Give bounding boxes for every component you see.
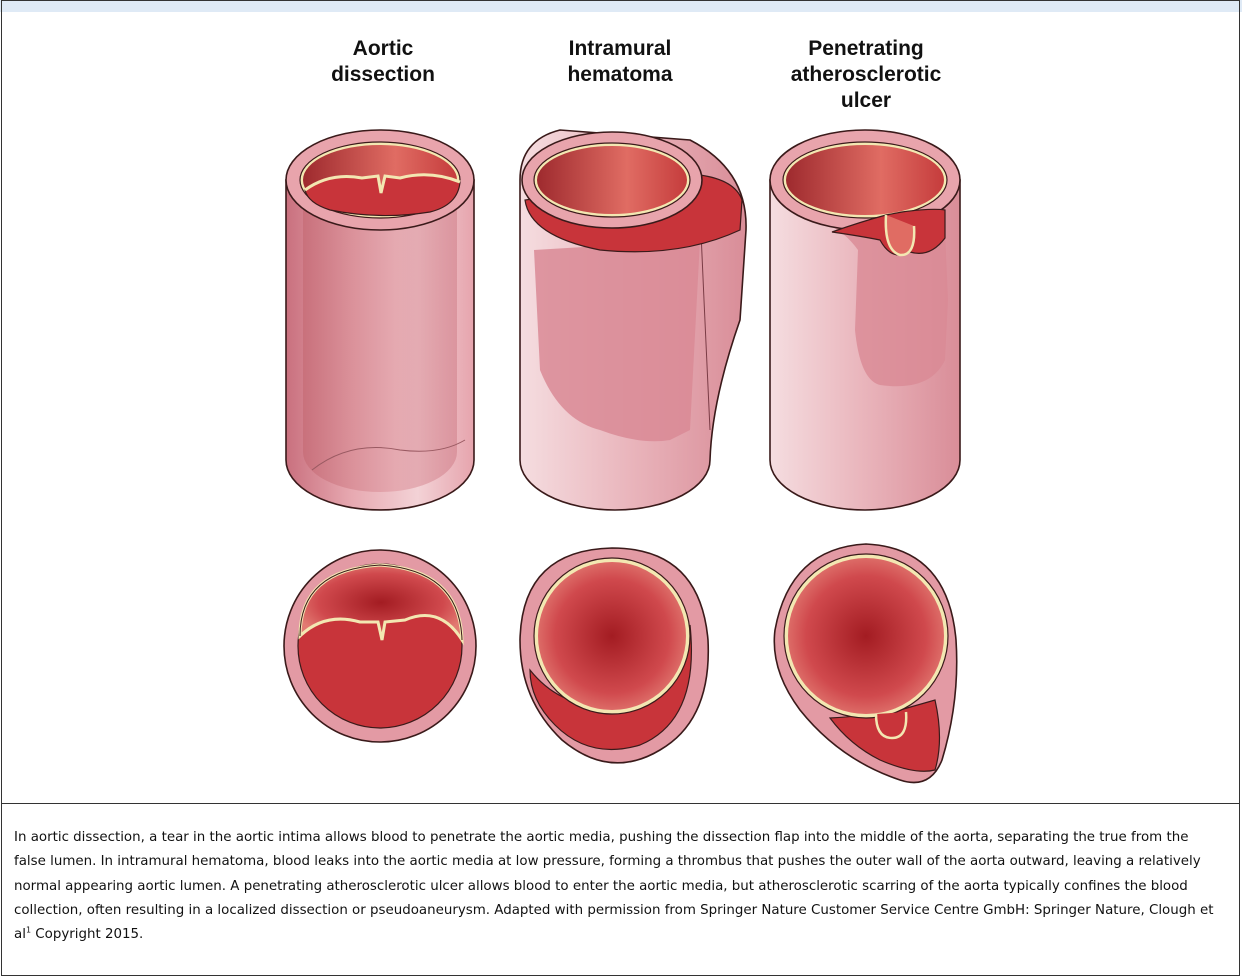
caption-divider [1, 803, 1240, 804]
dissection-cross-section [284, 550, 476, 742]
caption-text: In aortic dissection, a tear in the aort… [14, 830, 1213, 942]
ulcer-cross-section [774, 544, 956, 783]
ulcer-cylinder [770, 130, 960, 510]
hematoma-cross-section [520, 548, 708, 763]
caption-copyright: Copyright 2015. [31, 927, 143, 942]
dissection-cylinder [286, 130, 474, 510]
figure-caption: In aortic dissection, a tear in the aort… [14, 826, 1214, 947]
hematoma-cylinder [520, 130, 746, 510]
aorta-illustration [0, 0, 1242, 803]
